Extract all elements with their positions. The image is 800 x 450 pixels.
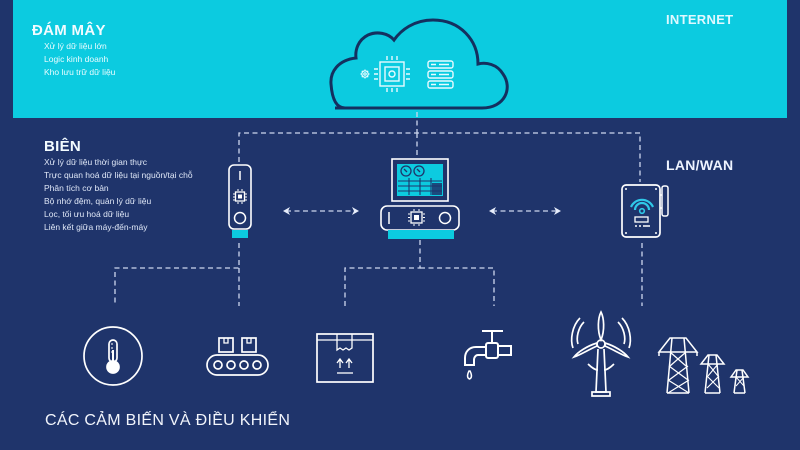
- processor-chip-icon: [374, 56, 410, 92]
- internet-label: INTERNET: [666, 12, 734, 27]
- cloud-icon: [329, 18, 509, 110]
- cloud-capability: Logic kinh doanh: [44, 54, 109, 64]
- edge-capability: Xử lý dữ liệu thời gian thực: [44, 157, 147, 167]
- power-pylon-icon: [657, 337, 750, 394]
- water-faucet-icon: [464, 330, 512, 380]
- sensors-controllers-label: CÁC CẢM BIẾN VÀ ĐIỀU KHIỂN: [45, 412, 291, 429]
- pylon-medium: [699, 354, 726, 394]
- edge-capability: Lọc, tối ưu hoá dữ liệu: [44, 209, 130, 219]
- cloud-capabilities-list: Xử lý dữ liệu lớn Logic kinh doanh Kho l…: [44, 40, 115, 79]
- cloud-capability: Kho lưu trữ dữ liệu: [44, 67, 116, 77]
- wifi-router-icon: [621, 184, 669, 238]
- edge-gateway-device-icon: [228, 164, 252, 238]
- pylon-large: [657, 337, 699, 394]
- server-stack-icon: [427, 60, 454, 89]
- cloud-capability: Xử lý dữ liệu lớn: [44, 41, 107, 51]
- pylon-small: [729, 369, 750, 394]
- cloud-title: ĐÁM MÂY: [32, 22, 106, 39]
- edge-capability: Phân tích cơ bản: [44, 183, 109, 193]
- edge-capability: Bộ nhớ đệm, quản lý dữ liệu: [44, 196, 152, 206]
- connector-lines: [114, 112, 643, 306]
- arrowheads: [283, 207, 561, 215]
- lan-wan-label: LAN/WAN: [666, 157, 734, 173]
- edge-capabilities-list: Xử lý dữ liệu thời gian thực Trực quan h…: [44, 156, 193, 234]
- edge-computer-hmi-icon: [380, 158, 460, 239]
- thermometer-icon: [83, 326, 143, 386]
- edge-capability: Trực quan hoá dữ liệu tại nguồn/tại chỗ: [44, 170, 193, 180]
- conveyor-belt-icon: [206, 337, 269, 376]
- edge-capability: Liên kết giữa máy-đến-máy: [44, 222, 148, 232]
- gear-icon: [360, 69, 370, 79]
- edge-title: BIÊN: [44, 138, 82, 155]
- wind-turbine-icon: [570, 310, 632, 397]
- package-box-icon: [316, 333, 374, 383]
- internet-cloud-band: [13, 0, 787, 118]
